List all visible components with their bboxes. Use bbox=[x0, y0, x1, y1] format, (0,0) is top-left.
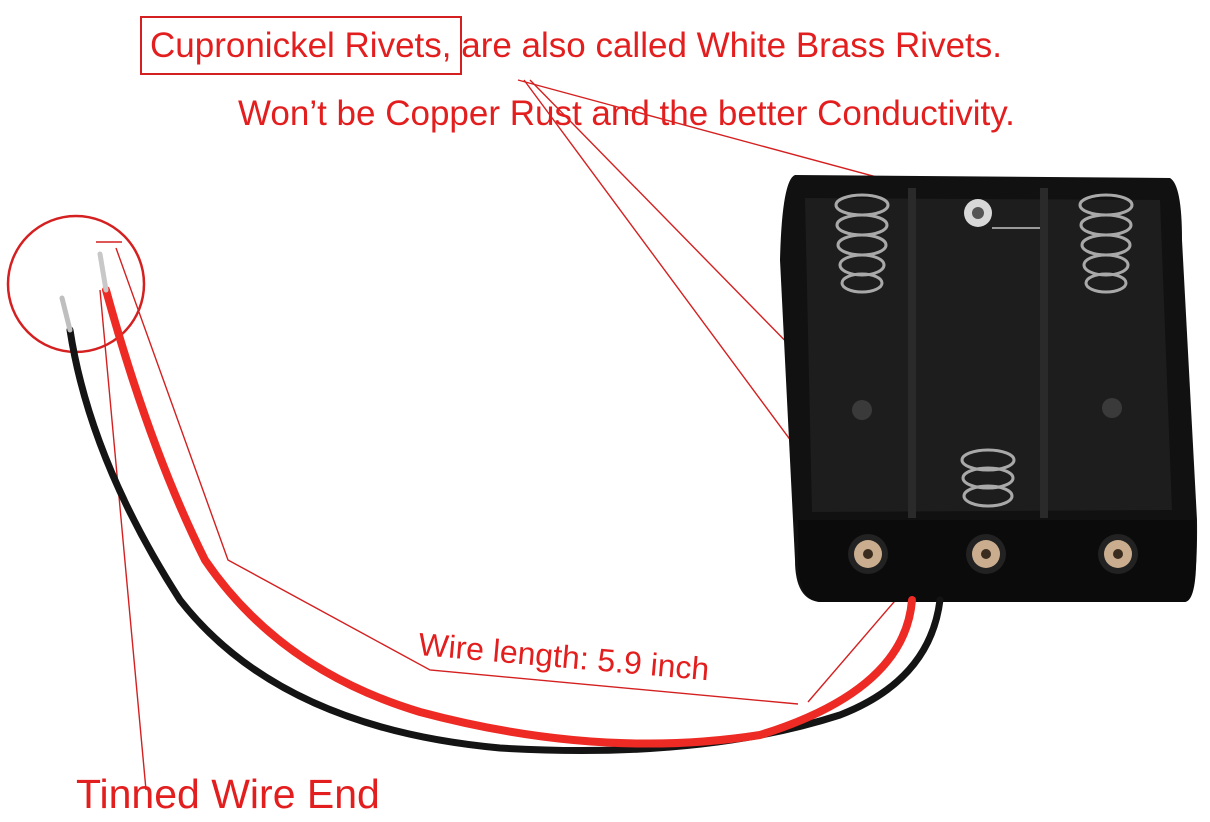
spring-right bbox=[1078, 193, 1134, 294]
slot-divider bbox=[908, 188, 916, 518]
rivet-left bbox=[848, 534, 888, 574]
rivets-caption: Cupronickel Rivets, are also called Whit… bbox=[140, 16, 1002, 75]
slot-divider bbox=[1040, 188, 1048, 518]
red-wire bbox=[102, 286, 916, 748]
tinned-end-callout-circle bbox=[6, 214, 146, 354]
conductivity-caption: Won’t be Copper Rust and the better Cond… bbox=[238, 94, 1015, 133]
spring-middle bbox=[960, 448, 1016, 508]
rivets-term: Cupronickel Rivets, bbox=[140, 16, 462, 75]
red-wire-tinned-end bbox=[97, 251, 109, 293]
tinned-end-label: Tinned Wire End bbox=[76, 771, 380, 817]
mounting-hole bbox=[1102, 398, 1122, 418]
spring-contacts bbox=[834, 193, 1134, 508]
rivet-right bbox=[1098, 534, 1138, 574]
mounting-hole bbox=[852, 400, 872, 420]
spring-left bbox=[834, 193, 890, 294]
black-wire bbox=[66, 326, 944, 755]
holder-floor bbox=[805, 198, 1172, 512]
black-wire-tinned-end bbox=[59, 295, 73, 333]
rivet-middle bbox=[966, 534, 1006, 574]
cupronickel-rivets bbox=[848, 534, 1138, 574]
rivets-description: are also called White Brass Rivets. bbox=[451, 26, 1002, 65]
top-flat-contact bbox=[964, 199, 1040, 229]
lead-wires bbox=[59, 251, 944, 755]
